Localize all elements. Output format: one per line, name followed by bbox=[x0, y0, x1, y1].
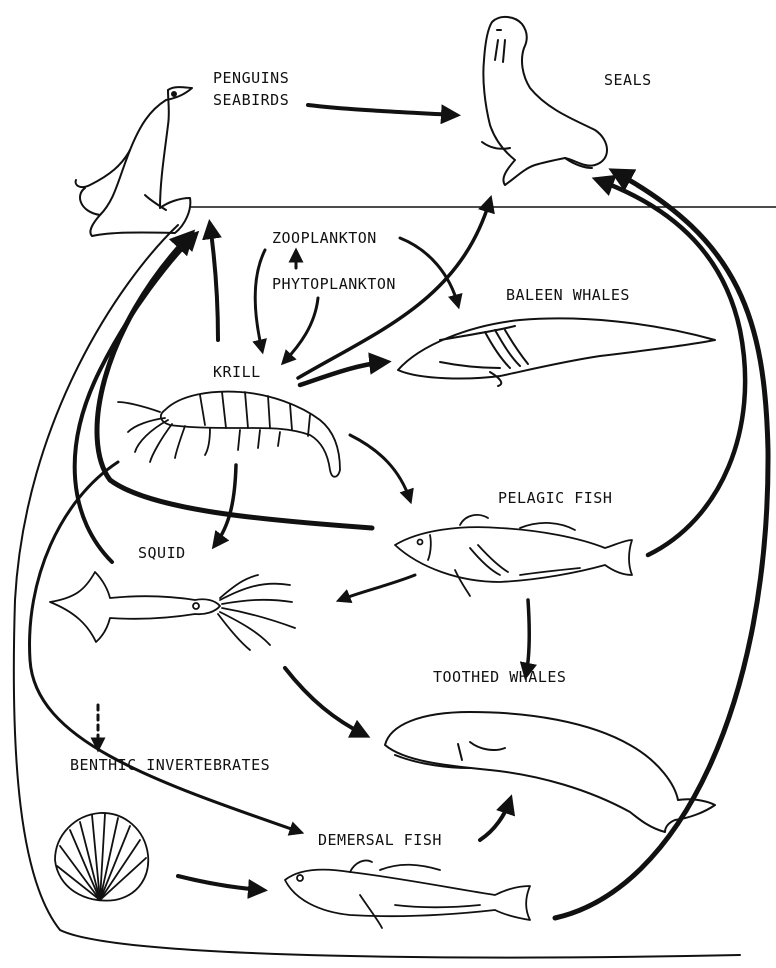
label-demersal-fish: DEMERSAL FISH bbox=[318, 831, 442, 849]
arrow-krill-to-pelagic bbox=[350, 435, 410, 500]
arrow-krill-to-penguins bbox=[210, 225, 218, 340]
label-baleen-whales: BALEEN WHALES bbox=[506, 286, 630, 304]
label-seabirds: SEABIRDS bbox=[213, 91, 289, 109]
arrow-pelagic-to-toothed bbox=[526, 600, 529, 675]
label-benthic-invertebrates: BENTHIC INVERTEBRATES bbox=[70, 756, 270, 774]
arrow-krill-to-baleen bbox=[300, 362, 385, 385]
arrow-pelagic-to-squid bbox=[340, 575, 415, 600]
label-zooplankton: ZOOPLANKTON bbox=[272, 229, 377, 247]
arrow-pelagic-to-seals bbox=[598, 180, 745, 555]
label-krill: KRILL bbox=[213, 363, 261, 381]
arrow-squid-to-penguins bbox=[75, 235, 195, 562]
label-penguins: PENGUINS bbox=[213, 69, 289, 87]
demersal-fish-illustration bbox=[285, 860, 530, 928]
penguin-illustration bbox=[76, 87, 192, 236]
arrow-demersal-to-toothed bbox=[480, 800, 510, 840]
label-phytoplankton: PHYTOPLANKTON bbox=[272, 275, 396, 293]
pelagic-fish-illustration bbox=[395, 515, 632, 596]
scallop-illustration bbox=[55, 813, 148, 901]
label-squid: SQUID bbox=[138, 544, 186, 562]
arrow-benthic-to-demersal bbox=[178, 876, 262, 890]
krill-illustration bbox=[118, 392, 340, 477]
toothed-whale-illustration bbox=[385, 712, 715, 832]
arrow-phyto-to-krill bbox=[284, 298, 318, 362]
arrow-krill-to-squid bbox=[215, 465, 236, 545]
label-seals: SEALS bbox=[604, 71, 652, 89]
label-toothed-whales: TOOTHED WHALES bbox=[433, 668, 566, 686]
label-pelagic-fish: PELAGIC FISH bbox=[498, 489, 612, 507]
arrow-squid-to-toothed bbox=[285, 668, 365, 735]
arrow-zoo-to-krill bbox=[255, 250, 265, 350]
squid-illustration bbox=[50, 572, 295, 650]
arrow-penguins-to-seals bbox=[308, 105, 455, 115]
seal-illustration bbox=[482, 17, 607, 185]
food-web-arrows bbox=[30, 105, 769, 918]
baleen-whale-illustration bbox=[398, 318, 715, 386]
